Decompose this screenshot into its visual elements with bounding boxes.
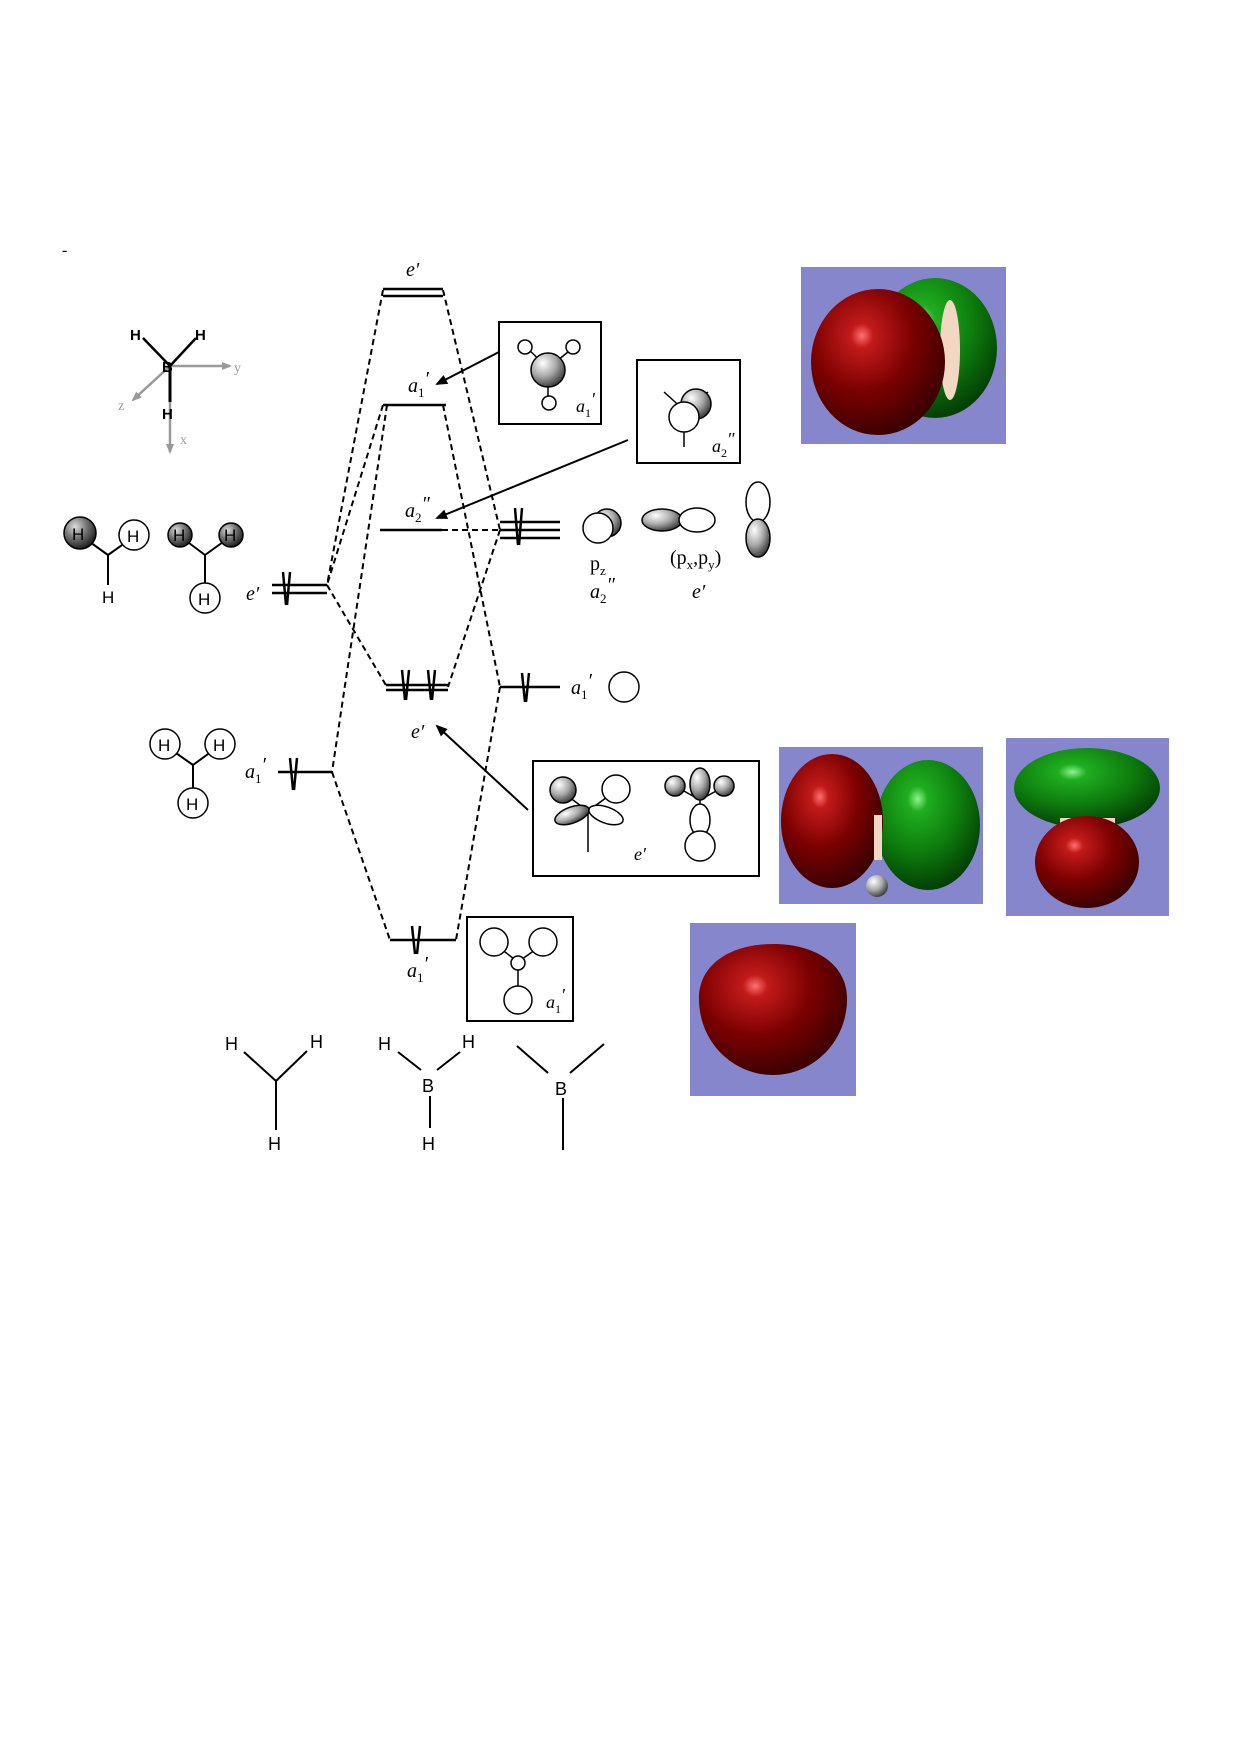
bh3-structure: H H B H xyxy=(378,1032,475,1154)
box-a1-bonding: a1′ xyxy=(466,916,574,1022)
boron-p-levels xyxy=(500,507,560,546)
svg-text:H: H xyxy=(268,1134,281,1154)
svg-text:H: H xyxy=(186,795,198,814)
box-a1-antibonding: a1′ xyxy=(498,321,602,425)
h3-salc-e-2: H H H xyxy=(167,522,244,614)
h3-a1-level xyxy=(278,757,332,791)
render-top-e xyxy=(801,267,1006,444)
svg-text:e′: e′ xyxy=(406,259,420,281)
pxy-symmetry-label: e′ xyxy=(692,581,706,603)
svg-text:e′: e′ xyxy=(411,721,425,743)
svg-text:H: H xyxy=(102,588,114,607)
svg-text:H: H xyxy=(378,1034,391,1054)
atom-label: H xyxy=(195,327,206,344)
coordinate-axes: y z x B H H H xyxy=(118,327,241,454)
atom-label: H xyxy=(130,327,141,344)
svg-text:H: H xyxy=(72,525,84,544)
h3-e-label: e′ xyxy=(246,583,260,605)
h3-a1-label: a1′ xyxy=(245,754,267,786)
level-label-a1-antibonding: a1′ xyxy=(408,368,430,400)
svg-text:H: H xyxy=(173,526,185,545)
svg-text:H: H xyxy=(225,1034,238,1054)
svg-text:e′: e′ xyxy=(692,581,706,603)
pxy-orbital-icon xyxy=(641,507,716,533)
correlation-lines xyxy=(326,289,501,941)
svg-text:a2″: a2″ xyxy=(590,574,616,606)
atom-label: B xyxy=(162,359,173,376)
s-orbital-icon xyxy=(608,671,640,703)
svg-text:a2″: a2″ xyxy=(712,429,735,460)
pz-symmetry-label: a2″ xyxy=(590,574,616,606)
b-fragment-structure: B xyxy=(516,1043,605,1150)
h3-fragment-structure: H H H xyxy=(225,1032,323,1154)
axis-label-x: x xyxy=(180,433,187,448)
level-label-top-e: e′ xyxy=(406,259,420,281)
render-e-left xyxy=(779,747,983,904)
svg-text:H: H xyxy=(224,526,236,545)
svg-text:a1′: a1′ xyxy=(571,670,593,702)
svg-text:a1′: a1′ xyxy=(546,985,566,1016)
boron-s-label: a1′ xyxy=(571,670,593,702)
atom-label: H xyxy=(162,406,173,423)
axis-label-z: z xyxy=(118,399,124,414)
svg-text:pz: pz xyxy=(590,553,606,578)
box-a2-nonbonding: a2″ xyxy=(636,359,741,464)
h3-e-level xyxy=(272,571,327,606)
svg-text:H: H xyxy=(422,1134,435,1154)
pxy-label: (px,py) xyxy=(670,547,721,572)
mo-levels-center xyxy=(380,287,456,955)
svg-text:a1′: a1′ xyxy=(245,754,267,786)
svg-text:B: B xyxy=(555,1079,567,1099)
svg-text:a1′: a1′ xyxy=(408,368,430,400)
level-label-a2-nonbonding: a2″ xyxy=(405,493,431,525)
svg-text:H: H xyxy=(158,736,170,755)
pz-label: pz xyxy=(590,553,606,578)
svg-text:H: H xyxy=(310,1032,323,1052)
svg-text:a2″: a2″ xyxy=(405,493,431,525)
render-a1-bonding xyxy=(690,923,856,1096)
boron-s-level xyxy=(500,672,560,703)
svg-text:H: H xyxy=(213,736,225,755)
h3-salc-a1: H H H xyxy=(149,728,236,819)
level-label-e-bonding: e′ xyxy=(411,721,425,743)
svg-text:H: H xyxy=(462,1032,475,1052)
svg-text:e′: e′ xyxy=(634,844,647,864)
p-vertical-orbital-icon xyxy=(745,481,771,558)
svg-text:(px,py): (px,py) xyxy=(670,547,721,572)
svg-text:H: H xyxy=(198,590,210,609)
pz-orbital-icon xyxy=(582,508,622,544)
svg-text:a1′: a1′ xyxy=(576,389,596,420)
render-e-right xyxy=(1006,738,1169,916)
page-mark: - xyxy=(62,242,67,259)
box-e-bonding: e′ xyxy=(532,760,760,877)
svg-text:e′: e′ xyxy=(246,583,260,605)
pointer-arrows xyxy=(435,351,629,811)
svg-text:H: H xyxy=(127,527,139,546)
svg-text:B: B xyxy=(422,1076,434,1096)
level-label-a1-bonding: a1′ xyxy=(407,953,429,985)
h3-salc-e-1: H H H xyxy=(63,516,150,607)
svg-text:a1′: a1′ xyxy=(407,953,429,985)
axis-label-y: y xyxy=(234,361,241,376)
